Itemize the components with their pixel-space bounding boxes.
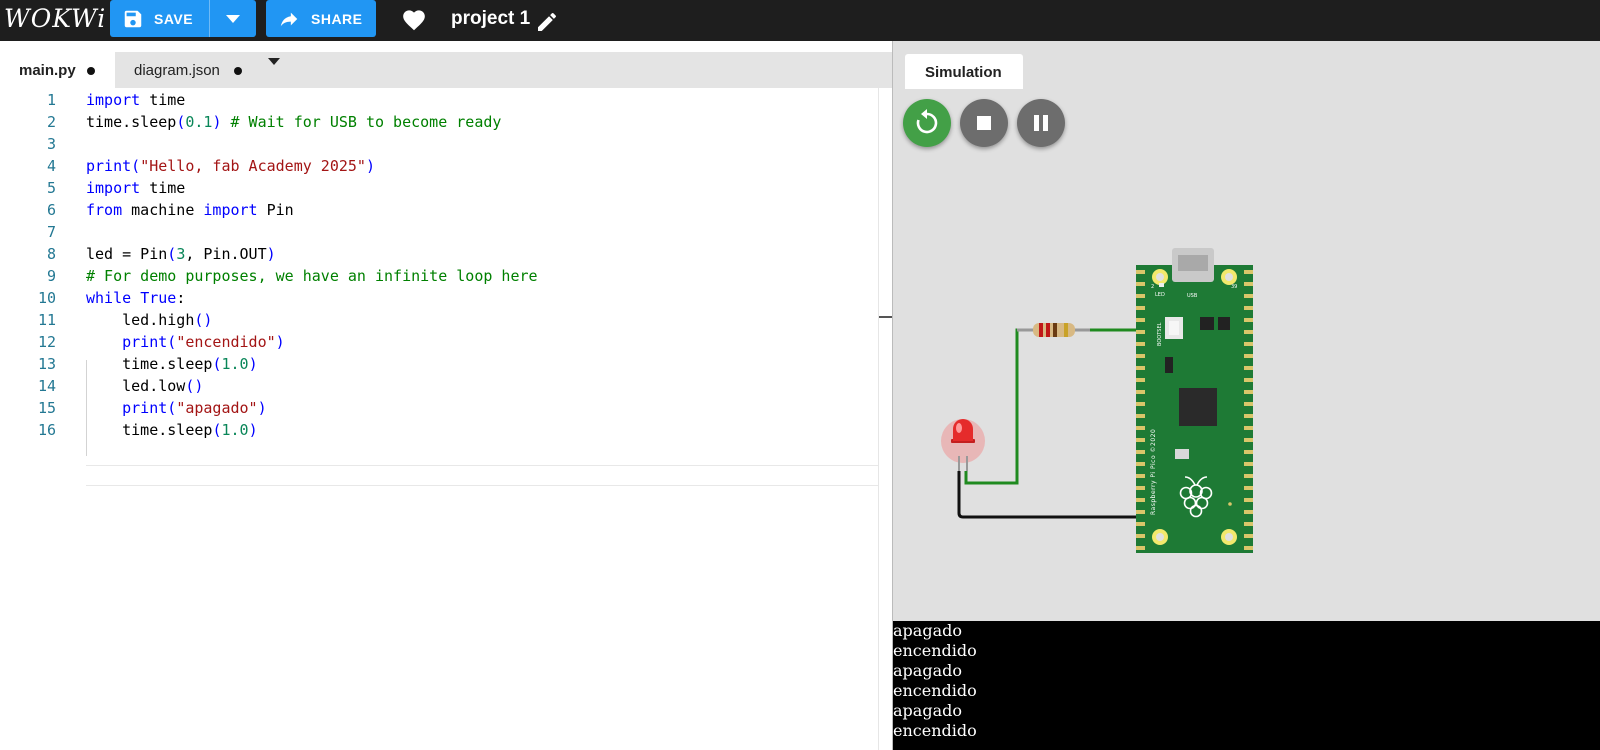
wokwi-logo[interactable]: WOKWi (4, 4, 107, 33)
code-line: led.low() (86, 377, 204, 395)
editor-scrollbar[interactable] (878, 88, 892, 750)
line-number: 8 (46, 245, 56, 263)
share-button[interactable]: SHARE (266, 0, 376, 37)
stop-icon (977, 116, 991, 130)
red-led[interactable] (941, 419, 985, 471)
tab-main-py[interactable]: main.py (0, 52, 115, 88)
current-line-highlight (86, 465, 892, 486)
simulation-tab-label: Simulation (925, 64, 1002, 81)
code-line: print("Hello, fab Academy 2025") (86, 157, 375, 175)
code-line: time.sleep(0.1) # Wait for USB to become… (86, 113, 502, 131)
line-number: 2 (46, 113, 56, 131)
code-line: time.sleep(1.0) (86, 355, 258, 373)
restart-simulation-button[interactable] (903, 99, 951, 147)
line-number: 6 (46, 201, 56, 219)
code-line: print("apagado") (122, 399, 267, 417)
line-number: 1 (46, 91, 56, 109)
project-title[interactable]: project 1 (451, 8, 531, 29)
line-number: 16 (37, 421, 56, 439)
line-number: 7 (46, 223, 56, 241)
save-button-group: SAVE (110, 0, 256, 37)
code-line: while True: (86, 289, 186, 307)
pause-simulation-button[interactable] (1017, 99, 1065, 147)
bootsel-label: BOOTSEL (1157, 322, 1163, 346)
unsaved-dot-icon (87, 67, 95, 75)
serial-output-line: encendido (893, 721, 977, 740)
line-number: 11 (37, 311, 56, 329)
unsaved-dot-icon (234, 67, 242, 75)
line-number: 10 (37, 289, 56, 307)
usb-label: USB (1187, 293, 1198, 299)
stop-simulation-button[interactable] (960, 99, 1008, 147)
tab-label: diagram.json (134, 62, 220, 79)
share-label: SHARE (311, 11, 363, 27)
heart-icon[interactable] (401, 7, 427, 31)
caret-down-icon (226, 15, 240, 23)
code-line: import time (86, 91, 186, 109)
line-number: 9 (46, 267, 56, 285)
black-wire (957, 471, 1145, 519)
line-number: 5 (46, 179, 56, 197)
pencil-edit-icon[interactable] (535, 10, 559, 34)
tab-label: main.py (19, 62, 76, 79)
line-number: 4 (46, 157, 56, 175)
line-number: 14 (37, 377, 56, 395)
pause-icon (1034, 115, 1048, 131)
restart-icon (916, 109, 938, 134)
circuit-diagram[interactable]: 2 39 LED USB BOOTSEL Raspberry Pi Pico ©… (893, 41, 1600, 621)
led-label: LED (1155, 292, 1165, 298)
simulation-panel: Simulation (893, 41, 1600, 621)
top-bar: WOKWi SAVE SHARE project 1 (0, 0, 1600, 41)
code-line: time.sleep(1.0) (86, 421, 258, 439)
code-line: # For demo purposes, we have an infinite… (86, 267, 538, 285)
editor-tab-bar: main.py diagram.json (0, 41, 892, 88)
code-line: led.high() (86, 311, 213, 329)
serial-output-line: apagado (893, 661, 962, 680)
code-line: led = Pin(3, Pin.OUT) (86, 245, 276, 263)
save-label: SAVE (154, 11, 194, 27)
code-editor-panel: main.py diagram.json 1 2 3 4 5 6 7 8 9 1… (0, 41, 892, 750)
line-number: 15 (37, 399, 56, 417)
raspberry-logo (1179, 476, 1213, 518)
floppy-disk-icon (124, 10, 142, 28)
resistor[interactable] (1017, 323, 1090, 337)
line-number: 12 (37, 333, 56, 351)
serial-output-line: encendido (893, 641, 977, 660)
code-line: print("encendido") (122, 333, 285, 351)
panel-divider[interactable] (892, 41, 893, 750)
indent-guide (86, 360, 87, 456)
pin-2-label: 2 (1151, 284, 1154, 290)
board-name-label: Raspberry Pi Pico ©2020 (1150, 429, 1157, 515)
code-area[interactable]: 1 2 3 4 5 6 7 8 9 10 11 12 13 14 15 16 i… (0, 88, 892, 750)
serial-output-line: apagado (893, 621, 962, 640)
green-wire (964, 328, 1033, 485)
tab-diagram-json[interactable]: diagram.json (118, 52, 258, 88)
serial-output-line: apagado (893, 701, 962, 720)
line-number: 3 (46, 135, 56, 153)
scrollbar-position-marker (879, 316, 892, 318)
save-options-button[interactable] (210, 0, 256, 37)
save-button-divider (209, 0, 210, 37)
code-line: from machine import Pin (86, 201, 294, 219)
serial-monitor[interactable]: apagado encendido apagado encendido apag… (893, 621, 1600, 750)
tab-menu-caret-icon[interactable] (268, 58, 280, 65)
line-number: 13 (37, 355, 56, 373)
tab-simulation[interactable]: Simulation (905, 54, 1023, 89)
raspberry-pi-pico-board[interactable]: 2 39 LED USB BOOTSEL Raspberry Pi Pico ©… (1136, 248, 1253, 553)
pin-39-label: 39 (1231, 284, 1237, 290)
save-button[interactable]: SAVE (110, 0, 208, 37)
code-line: import time (86, 179, 186, 197)
share-arrow-icon (280, 12, 298, 27)
serial-output-line: encendido (893, 681, 977, 700)
